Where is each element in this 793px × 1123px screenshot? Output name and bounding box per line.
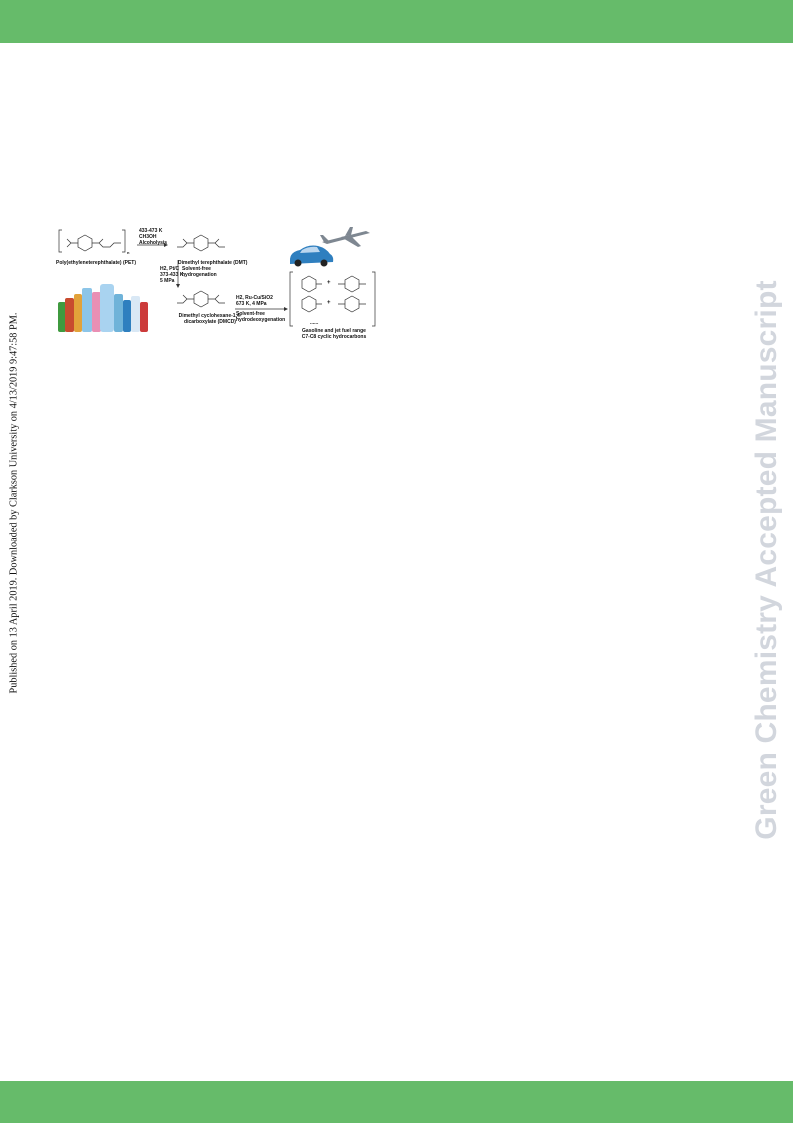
bottle-8 xyxy=(123,300,131,332)
airplane-photo xyxy=(320,227,370,247)
bottle-4 xyxy=(82,288,92,332)
product-plus-2: + xyxy=(327,300,331,306)
car-wheel-front xyxy=(294,259,302,267)
pet-repeat-n: n xyxy=(127,250,130,255)
step2-conditions-left: H2, Pt/C 373-433 K, 5 MPa xyxy=(160,266,185,284)
step2-pressure: 5 MPa xyxy=(160,278,175,284)
airplane-wing xyxy=(341,235,361,247)
journal-watermark-text: Green Chemistry Accepted Manuscript xyxy=(750,280,783,840)
airplane-wing-2 xyxy=(345,227,353,236)
dmt-label: Dimethyl terephthalate (DMT) xyxy=(178,260,248,266)
pet-label: Poly(ethyleneterephthalate) (PET) xyxy=(56,260,137,266)
product-plus-1: + xyxy=(327,280,331,286)
pet-ester-bonds xyxy=(66,238,121,248)
bottle-5 xyxy=(92,292,101,332)
step3-solvent: Solvent-free xyxy=(236,311,265,317)
dmt-ester-bonds xyxy=(177,238,225,248)
top-color-band xyxy=(0,0,793,43)
step3-process: hydrodeoxygenation xyxy=(236,317,286,323)
bottle-1 xyxy=(58,302,66,332)
step1-process: Alcoholysis xyxy=(139,240,168,246)
dmcd-label: Dimethyl cyclohexane-1,4- dicarboxylate … xyxy=(170,313,250,325)
product-label: Gasoline and jet fuel range C7-C8 cyclic… xyxy=(288,328,380,340)
step2-process: hydrogenation xyxy=(182,272,217,278)
step3-conditions-bottom: Solvent-free hydrodeoxygenation xyxy=(236,311,285,323)
step1-conditions: 433-473 K CH3OH Alcoholysis xyxy=(139,228,167,246)
publication-note-text: Published on 13 April 2019. Downloaded b… xyxy=(8,312,20,694)
reaction-scheme-drawing xyxy=(58,227,376,332)
product-ring-1 xyxy=(301,275,317,293)
bottle-9 xyxy=(131,296,140,332)
hydrogenation-arrowhead xyxy=(176,284,180,288)
product-label-line2: C7-C8 cyclic hydrocarbons xyxy=(301,334,367,340)
product-label-line1: Gasoline and jet fuel range xyxy=(302,328,366,334)
product-ellipsis: ...... xyxy=(310,320,319,326)
bottle-10 xyxy=(140,302,148,332)
step2-conditions-right: Solvent-free hydrogenation xyxy=(182,266,217,278)
hydrodeoxygenation-arrowhead xyxy=(284,307,288,311)
bottle-6 xyxy=(100,284,114,332)
step3-temp-pressure: 673 K, 4 MPa xyxy=(236,301,267,307)
product-ring-2 xyxy=(344,275,360,293)
step2-solvent: Solvent-free xyxy=(182,266,211,272)
product-ring-3 xyxy=(301,295,317,313)
dmcd-ester-bonds xyxy=(177,294,225,304)
car-wheel-rear xyxy=(320,259,328,267)
pet-bracket-right xyxy=(122,229,126,253)
plastic-bottles-photo xyxy=(58,284,148,332)
dmcd-label-line2: dicarboxylate (DMCD) xyxy=(184,319,236,325)
step2-catalyst: H2, Pt/C xyxy=(160,266,180,272)
pet-bracket-left xyxy=(58,229,62,253)
bottle-3 xyxy=(74,294,82,332)
product-bracket-right xyxy=(372,271,376,327)
car-body xyxy=(290,245,334,264)
pet-benzene-ring xyxy=(77,234,93,252)
step1-reagent: CH3OH xyxy=(139,234,157,240)
product-ring-4 xyxy=(344,295,360,313)
step3-conditions-top: H2, Ru-Cu/SiO2 673 K, 4 MPa xyxy=(236,295,273,307)
step1-temp: 433-473 K xyxy=(139,228,163,234)
product-bracket-left xyxy=(289,271,293,327)
car-photo xyxy=(290,245,334,267)
airplane-tail xyxy=(320,235,329,242)
step2-temp: 373-433 K, xyxy=(160,272,185,278)
bottle-2 xyxy=(65,298,74,332)
reaction-scheme-figure: 433-473 K CH3OH Alcoholysis n Poly(ethyl… xyxy=(52,222,382,347)
bottle-7 xyxy=(114,294,123,332)
dmcd-label-line1: Dimethyl cyclohexane-1,4- xyxy=(178,313,242,319)
car-window xyxy=(300,246,320,253)
step3-catalyst: H2, Ru-Cu/SiO2 xyxy=(236,295,273,301)
alcoholysis-arrowhead xyxy=(164,243,168,247)
bottom-color-band xyxy=(0,1081,793,1123)
dmt-benzene-ring xyxy=(193,234,209,252)
dmcd-cyclohexane-ring xyxy=(193,290,209,308)
product-substituents xyxy=(316,283,366,305)
